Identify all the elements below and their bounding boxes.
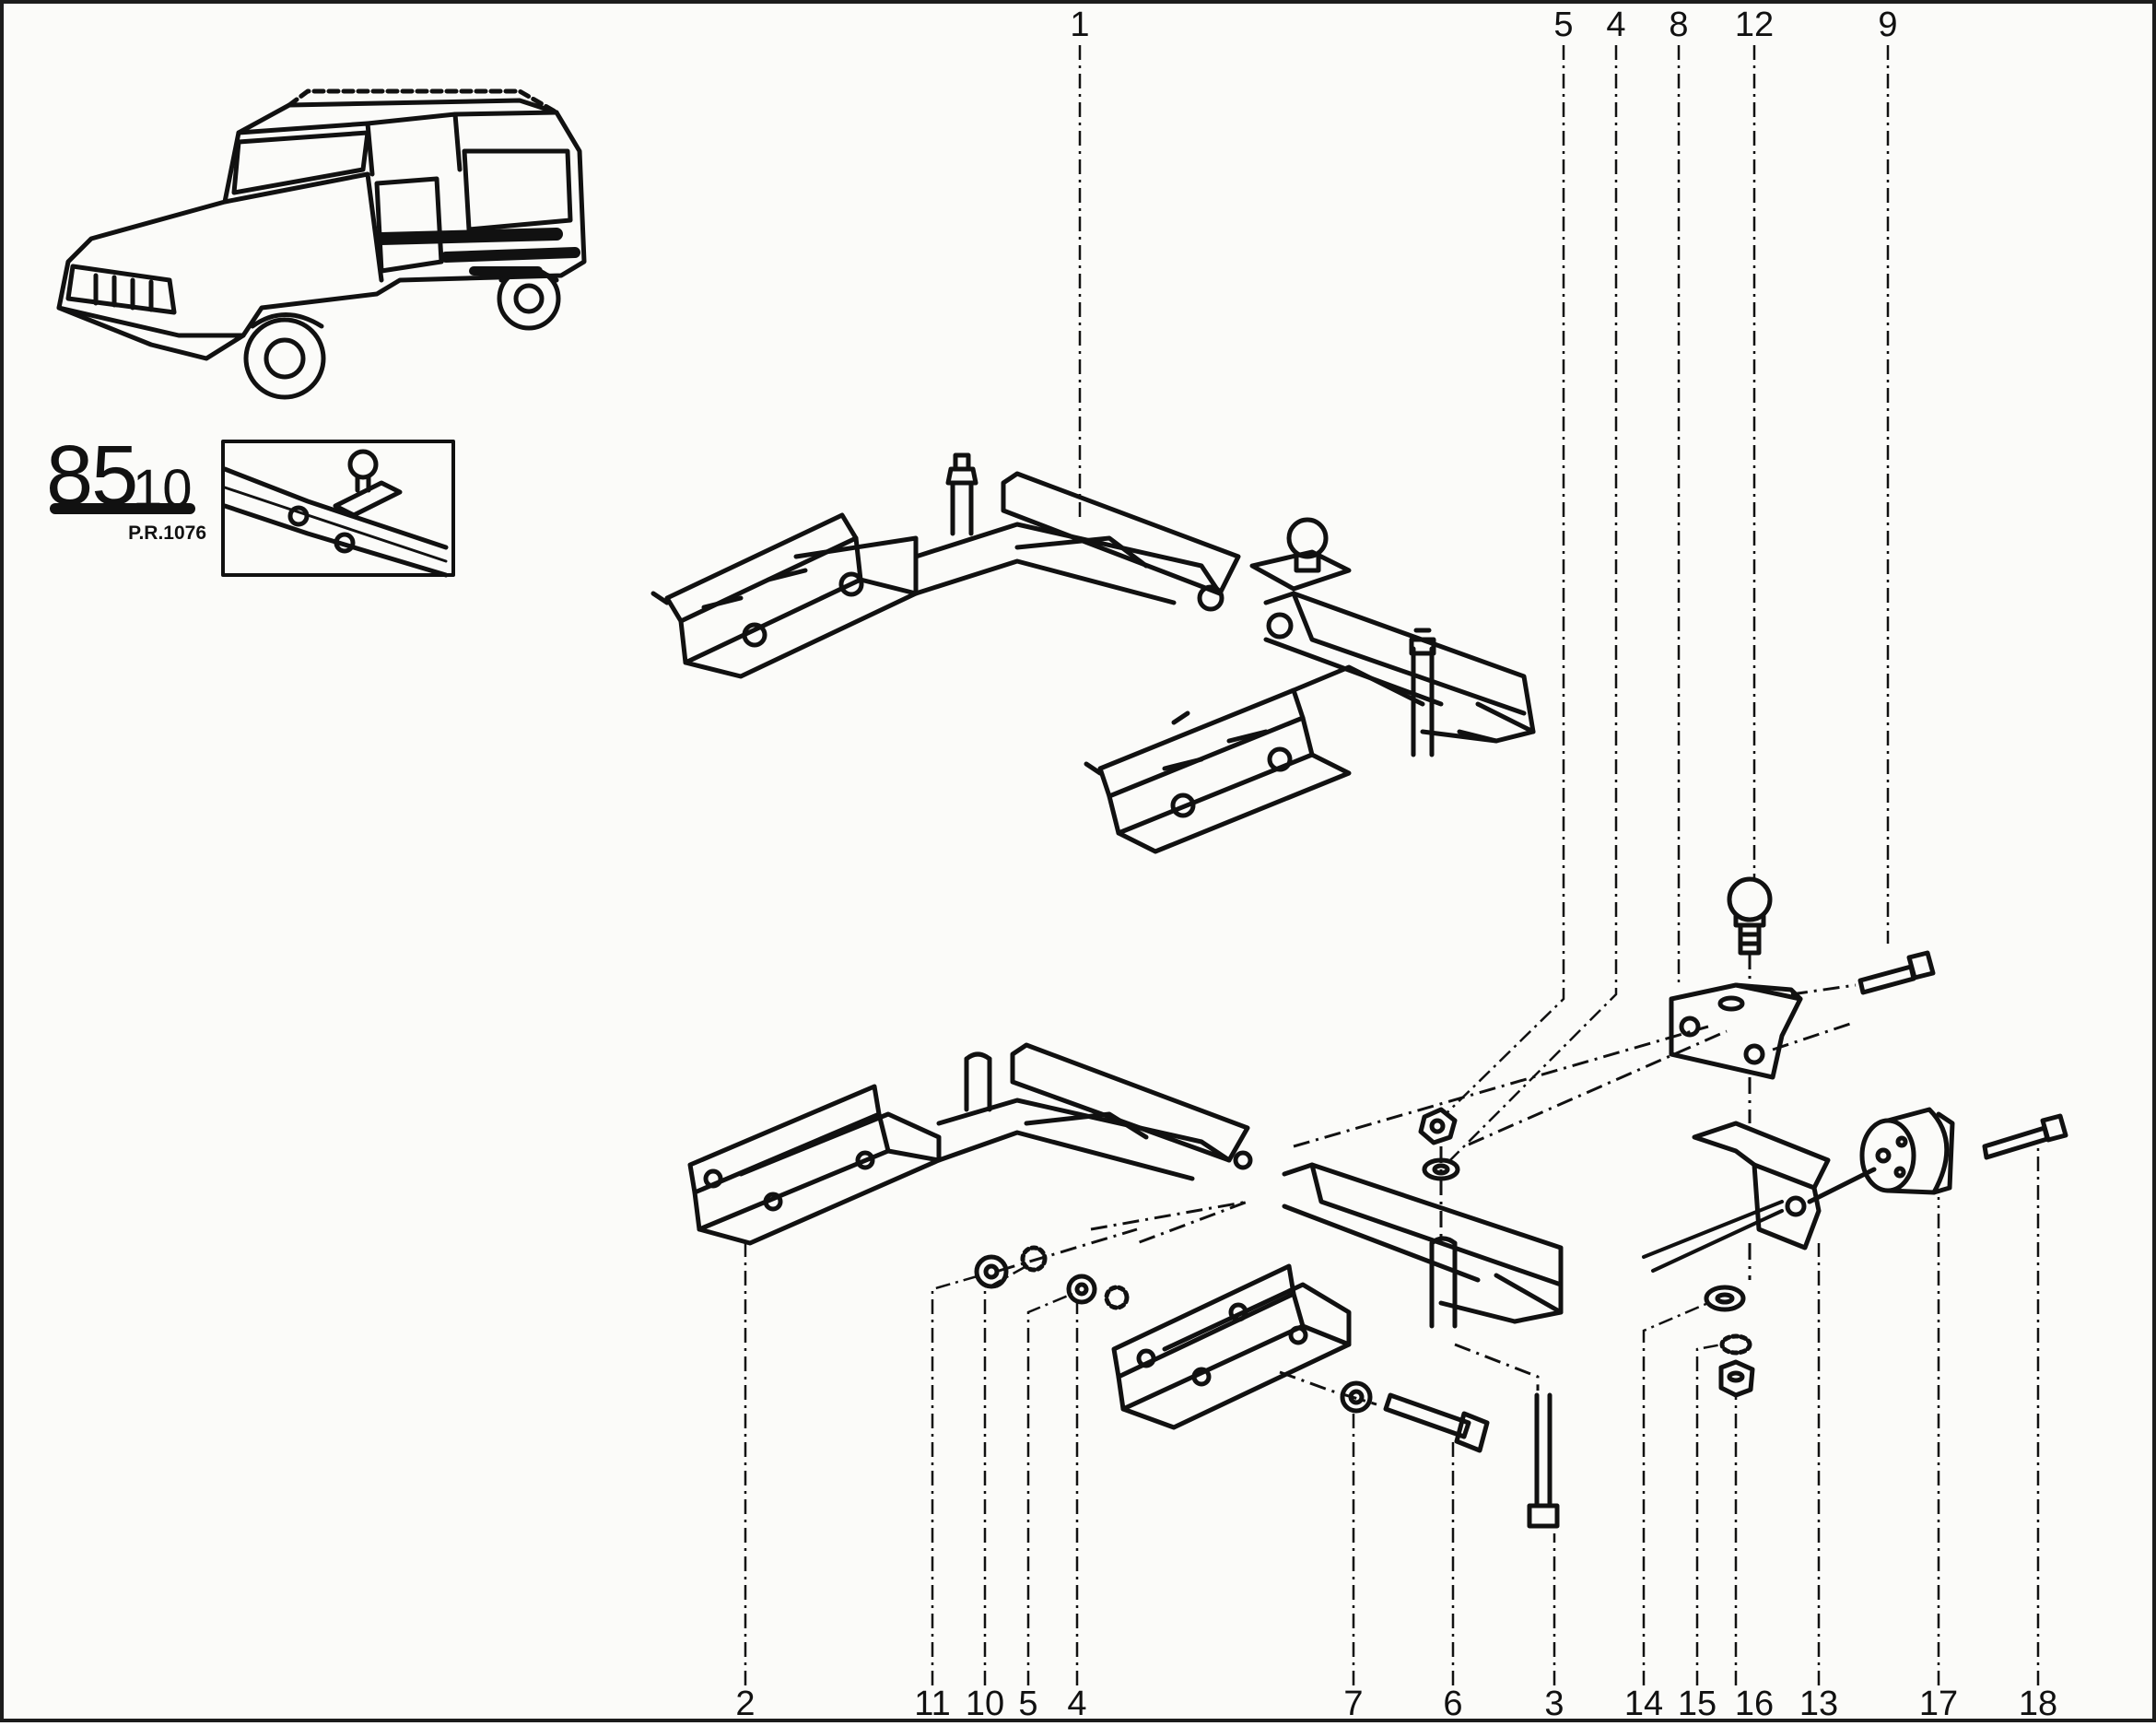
nut-icon xyxy=(1418,1107,1458,1145)
callout-bottom-6: 6 xyxy=(1443,1685,1463,1723)
callout-bottom-2: 2 xyxy=(735,1685,756,1723)
washer-icon xyxy=(974,1254,1009,1289)
callout-top-5: 5 xyxy=(1553,6,1574,44)
bolt-icon xyxy=(1982,1113,2068,1160)
callout-bottom-7: 7 xyxy=(1343,1685,1364,1723)
bolt-icon xyxy=(1383,1392,1490,1453)
callout-bottom-17: 17 xyxy=(1918,1685,1959,1723)
callout-bottom-5: 5 xyxy=(1018,1685,1038,1723)
tow-ball-icon xyxy=(1727,876,1773,956)
callout-top-12: 12 xyxy=(1734,6,1775,44)
page-code-rule xyxy=(50,503,195,514)
callout-top-8: 8 xyxy=(1669,6,1689,44)
callout-bottom-14: 14 xyxy=(1623,1685,1664,1723)
tow-bar-frame-assembled xyxy=(650,452,1536,854)
nut-icon xyxy=(1718,1359,1755,1398)
washer-icon xyxy=(1719,1333,1752,1356)
nut-icon xyxy=(1066,1274,1097,1305)
bolt-icon xyxy=(1857,950,1936,995)
callout-bottom-11: 11 xyxy=(914,1685,951,1723)
hitch-plate xyxy=(1669,982,1803,1080)
washer-icon xyxy=(1104,1285,1130,1310)
vehicle-illustration-icon xyxy=(56,88,587,400)
socket-bracket xyxy=(1642,1121,1877,1273)
callout-top-1: 1 xyxy=(1070,6,1090,44)
detail-inset xyxy=(221,440,455,578)
callout-bottom-4: 4 xyxy=(1067,1685,1087,1723)
electrical-socket-icon xyxy=(1859,1107,1955,1195)
callout-bottom-16: 16 xyxy=(1734,1685,1775,1723)
callout-bottom-10: 10 xyxy=(965,1685,1005,1723)
washer-icon xyxy=(1020,1245,1048,1273)
exploded-view-drawing xyxy=(56,45,2068,1685)
bolt-icon xyxy=(1527,1392,1560,1529)
page-code: 85 10 xyxy=(46,429,203,531)
tow-bar-frame-exploded xyxy=(687,1042,1564,1430)
callout-top-4: 4 xyxy=(1606,6,1626,44)
callout-bottom-18: 18 xyxy=(2018,1685,2058,1723)
callout-bottom-13: 13 xyxy=(1799,1685,1839,1723)
callout-bottom-15: 15 xyxy=(1677,1685,1717,1723)
reference-code: P.R.1076 xyxy=(128,522,206,544)
callout-bottom-3: 3 xyxy=(1544,1685,1564,1723)
washer-icon xyxy=(1704,1285,1746,1312)
callout-top-9: 9 xyxy=(1878,6,1898,44)
